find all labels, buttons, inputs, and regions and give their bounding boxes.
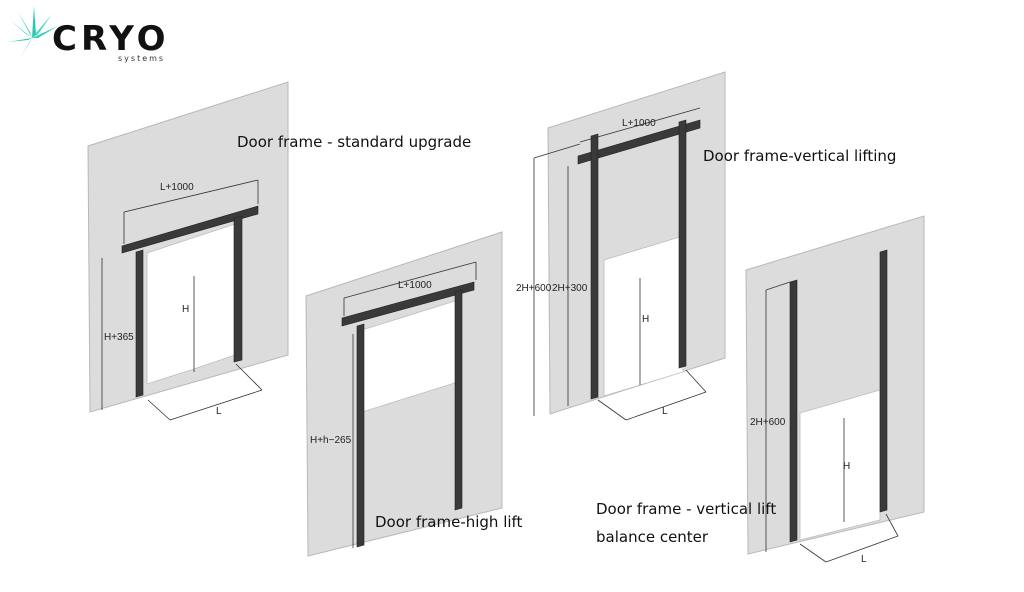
logo-wordmark: CRYO [52, 19, 170, 59]
caption-balance-center: balance center [596, 528, 709, 546]
caption-standard-upgrade: Door frame - standard upgrade [237, 133, 472, 151]
dim-width: L [662, 406, 668, 417]
dim-top: L+1000 [398, 280, 432, 291]
dim-top: L+1000 [160, 182, 194, 193]
caption-high-lift: Door frame-high lift [375, 513, 523, 531]
leaf-icon [8, 6, 58, 58]
dim-width: L [861, 554, 867, 565]
dim-side: 2H+600 [750, 417, 786, 428]
dim-height: H [182, 304, 189, 315]
dim-width: L [216, 406, 222, 417]
logo-subtitle: systems [118, 54, 165, 63]
caption-vertical-lift: Door frame - vertical lift [596, 500, 777, 518]
dim-outer: 2H+600 [516, 283, 552, 294]
dim-top: L+1000 [622, 118, 656, 129]
dim-height: H [843, 461, 850, 472]
dim-side: H+h−265 [310, 435, 352, 446]
caption-vertical-lifting: Door frame-vertical lifting [703, 147, 897, 165]
dim-side: H+365 [104, 332, 134, 343]
dim-height: H [642, 314, 649, 325]
cryo-logo: CRYO systems [8, 6, 170, 63]
dim-inner: 2H+300 [552, 283, 588, 294]
